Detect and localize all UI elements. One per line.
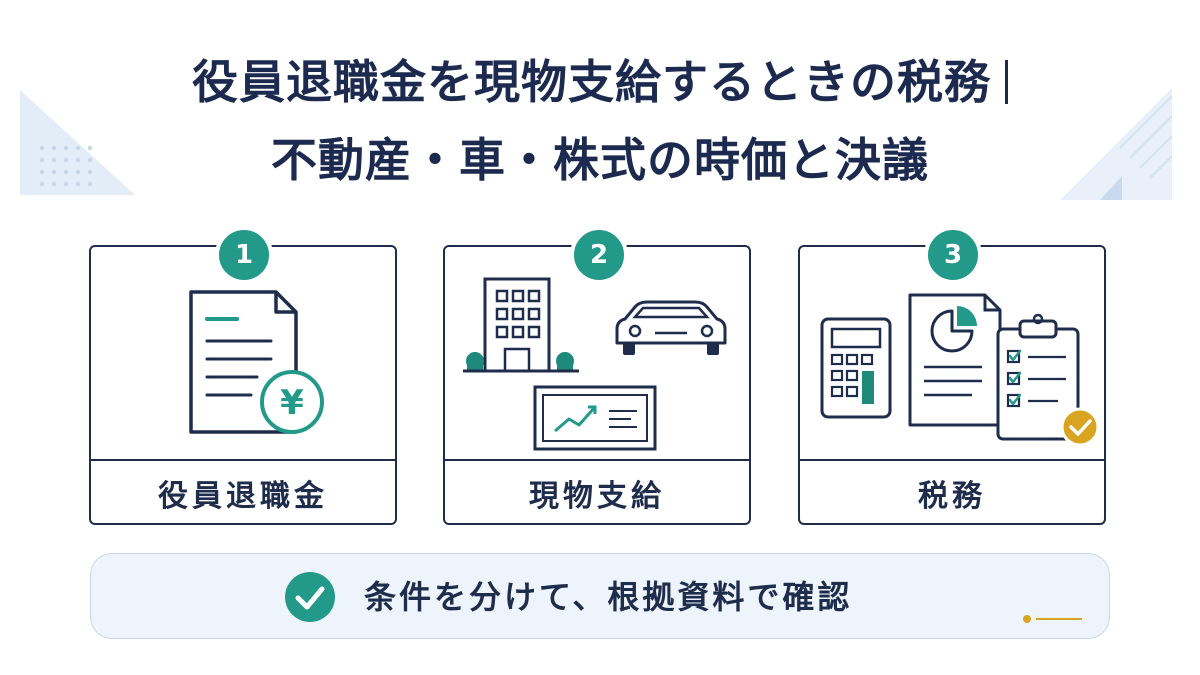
card-divider: [91, 459, 395, 461]
step-label: 役員退職金: [158, 479, 328, 514]
step-card-1: ¥ 役員退職金: [89, 245, 397, 525]
title-accent-bar: [1005, 60, 1008, 104]
check-circle-icon: [285, 572, 335, 622]
document-yen-icon: ¥: [189, 290, 324, 434]
step-label: 税務: [918, 479, 986, 514]
svg-text:¥: ¥: [280, 383, 304, 423]
step-number-badge-3: 3: [924, 226, 982, 284]
step-number-badge-1: 1: [215, 226, 273, 284]
conclusion-panel: [90, 553, 1110, 639]
step-card-3: 税務: [798, 245, 1106, 525]
title-line-1: 役員退職金を現物支給するときの税務: [0, 52, 1200, 112]
building-car-stock-icon: [463, 277, 727, 451]
left-corner-decoration: [20, 90, 135, 195]
gold-accent-line: [1023, 615, 1082, 623]
step-label: 現物支給: [529, 479, 665, 514]
card-divider: [445, 459, 749, 461]
calculator-report-checklist-icon: [820, 293, 1100, 447]
step-number-badge-2: 2: [570, 226, 628, 284]
conclusion-text: 条件を分けて、根拠資料で確認: [364, 578, 853, 616]
title-line-2: 不動産・車・株式の時価と決議: [271, 133, 929, 187]
right-corner-decoration: [1060, 88, 1173, 200]
step-card-2: 現物支給: [443, 245, 751, 525]
card-divider: [800, 459, 1104, 461]
